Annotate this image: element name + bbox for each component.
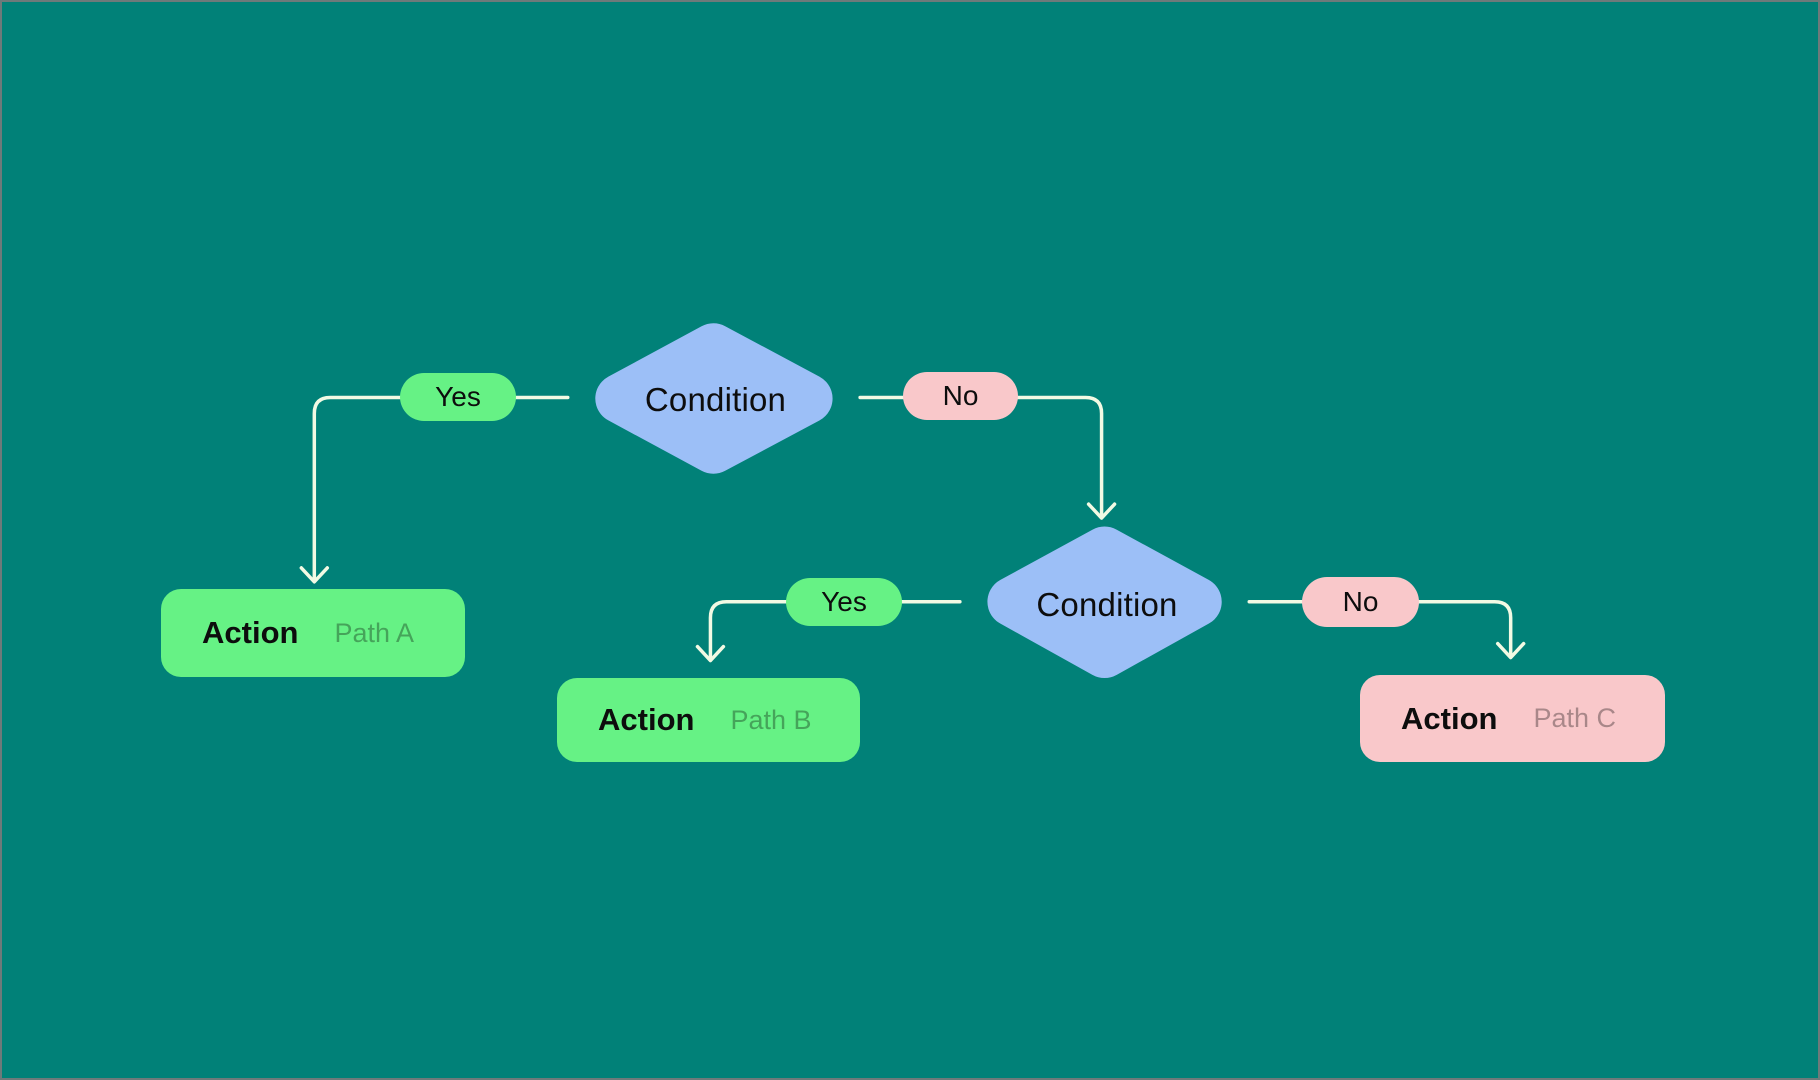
arrowhead-down-action-b (695, 644, 726, 663)
connector-decision2-no (1247, 600, 1513, 659)
branch-pill-yes-2[interactable]: Yes (786, 578, 902, 626)
action-c-title: Action (1401, 700, 1498, 736)
decision-diamond-1[interactable] (595, 323, 833, 474)
branch-pill-yes-1[interactable]: Yes (400, 373, 516, 421)
branch-pill-no-2[interactable]: No (1302, 577, 1419, 627)
connector-decision1-yes (312, 395, 570, 583)
action-b-subtitle: Path B (730, 704, 812, 735)
connector-decision1-no (858, 395, 1104, 518)
action-node-path-b[interactable]: Action Path B (557, 678, 860, 762)
action-a-title: Action (202, 615, 299, 650)
action-node-path-a[interactable]: Action Path A (161, 589, 465, 677)
action-b-title: Action (598, 702, 695, 737)
action-a-subtitle: Path A (334, 617, 415, 648)
arrowhead-down-decision2 (1086, 502, 1117, 520)
arrowhead-down-action-c (1495, 641, 1526, 660)
action-node-path-c[interactable]: Action Path C (1360, 675, 1665, 762)
arrowhead-down-action-a (299, 566, 330, 584)
branch-pill-no-1[interactable]: No (903, 372, 1018, 420)
action-c-subtitle: Path C (1533, 703, 1616, 733)
connector-decision2-yes (708, 600, 962, 662)
decision-diamond-2[interactable] (987, 526, 1222, 678)
